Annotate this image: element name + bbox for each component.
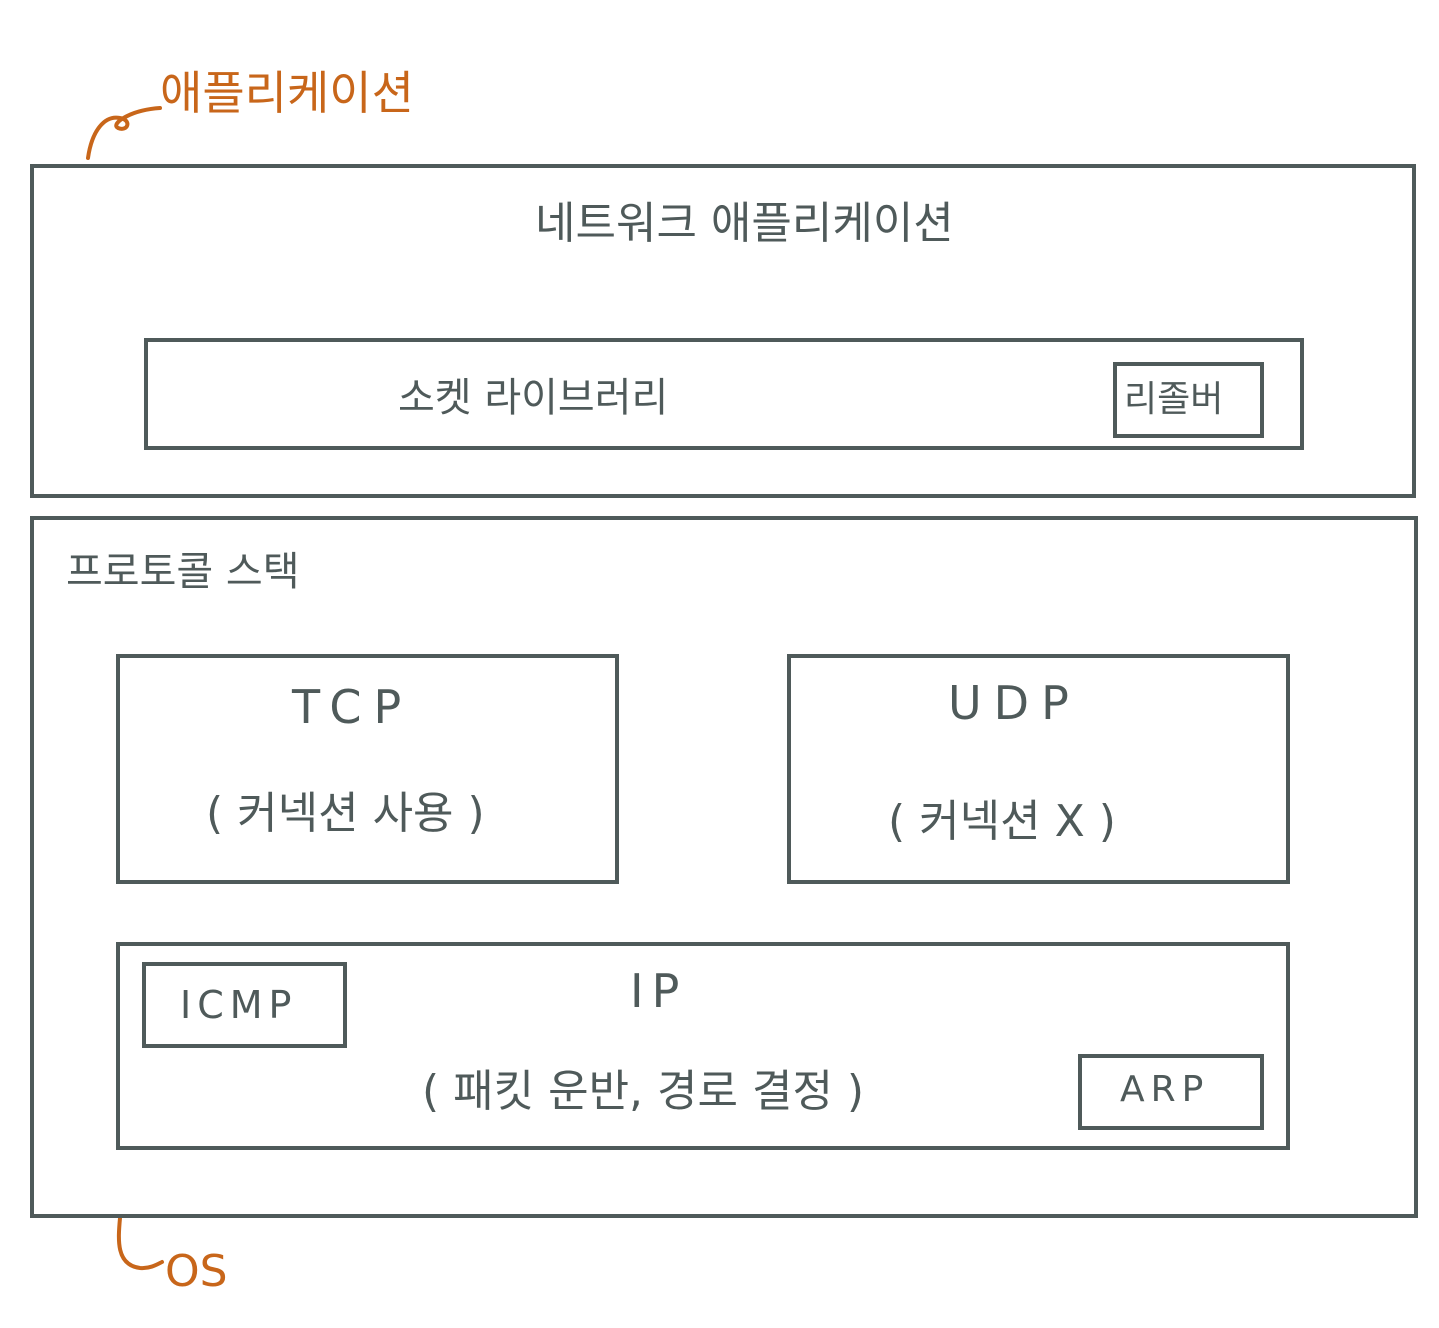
icmp-box	[142, 962, 347, 1048]
protocol-stack-title: 프로토콜 스택	[66, 549, 300, 595]
socket-library-label: 소켓 라이브러리	[398, 375, 669, 421]
ip-description: ( 패킷 운반, 경로 결정 )	[422, 1066, 865, 1117]
network-application-box	[30, 164, 1416, 498]
ip-label: IP	[630, 964, 688, 1018]
tcp-description: ( 커넥션 사용 )	[206, 788, 485, 839]
application-annotation-label: 애플리케이션	[160, 66, 414, 120]
os-annotation-curve	[116, 1216, 164, 1271]
arp-box	[1078, 1054, 1264, 1130]
icmp-label: ICMP	[180, 983, 298, 1027]
resolver-label: 리졸버	[1124, 379, 1224, 420]
network-application-title: 네트워크 애플리케이션	[535, 198, 954, 249]
udp-label: UDP	[948, 676, 1081, 730]
ip-box	[116, 942, 1290, 1150]
udp-description: ( 커넥션 X )	[888, 796, 1116, 847]
protocol-stack-box	[30, 516, 1418, 1218]
tcp-label: TCP	[292, 680, 414, 734]
tcp-box	[116, 654, 619, 884]
arp-label: ARP	[1120, 1069, 1210, 1110]
application-annotation-curve	[86, 106, 162, 160]
os-annotation-label: OS	[165, 1246, 228, 1297]
udp-box	[787, 654, 1290, 884]
socket-library-box	[144, 338, 1304, 450]
resolver-box	[1113, 362, 1264, 438]
